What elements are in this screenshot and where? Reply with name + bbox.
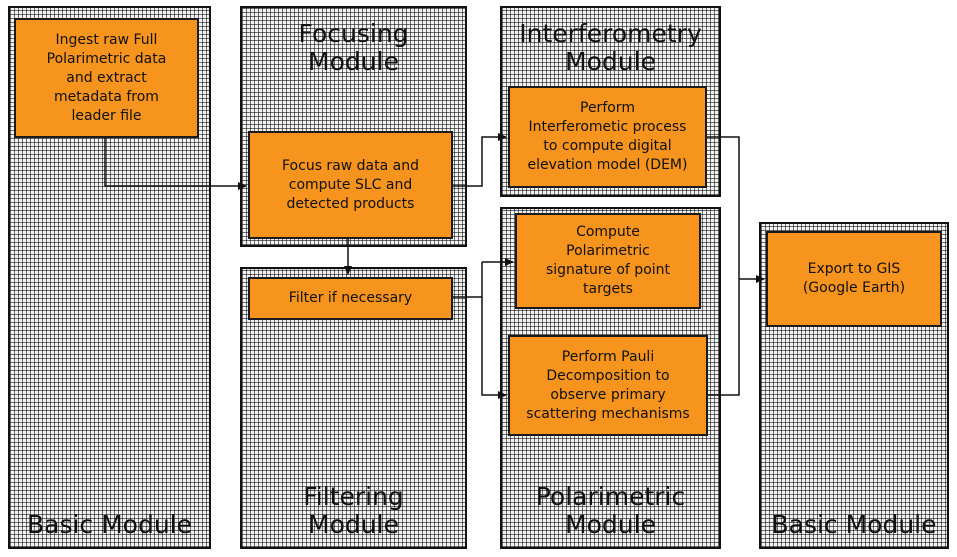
polarimetric-module-title: Polarimetric Module: [535, 482, 686, 539]
filter-box: Filter if necessary: [248, 277, 453, 320]
interferometry-module-title: Interferometry Module: [519, 19, 702, 76]
focus-label: Focus raw data and compute SLC and detec…: [282, 157, 419, 212]
interferometric-box: Perform Interferometic process to comput…: [508, 86, 707, 188]
focus-box: Focus raw data and compute SLC and detec…: [248, 131, 453, 239]
interferometric-label: Perform Interferometic process to comput…: [527, 100, 688, 173]
signature-box: Compute Polarimetric signature of point …: [515, 213, 701, 309]
arrow-ingest-to-focus: [104, 138, 247, 190]
arrow-focus-to-interferometric: [453, 133, 507, 187]
focusing-module-title: Focusing Module: [298, 19, 409, 76]
arrow-filter-branch: [453, 262, 483, 298]
export-label: Export to GIS (Google Earth): [802, 261, 906, 296]
arrow-interferometric-out: [707, 136, 740, 279]
filtering-module-title: Filtering Module: [303, 482, 404, 539]
arrow-pauli-out: [708, 279, 740, 396]
pauli-box: Perform Pauli Decomposition to observe p…: [508, 335, 708, 436]
ingest-box: Ingest raw Full Polarimetric data and ex…: [14, 18, 199, 138]
signature-label: Compute Polarimetric signature of point …: [545, 224, 671, 297]
export-box: Export to GIS (Google Earth): [766, 231, 942, 327]
basic-module-right-title: Basic Module: [771, 510, 937, 539]
filter-label: Filter if necessary: [288, 290, 413, 306]
pauli-label: Perform Pauli Decomposition to observe p…: [526, 348, 690, 422]
basic-module-left-title: Basic Module: [26, 510, 193, 539]
ingest-label: Ingest raw Full Polarimetric data and ex…: [46, 31, 167, 124]
arrow-filter-to-pauli: [481, 297, 507, 399]
